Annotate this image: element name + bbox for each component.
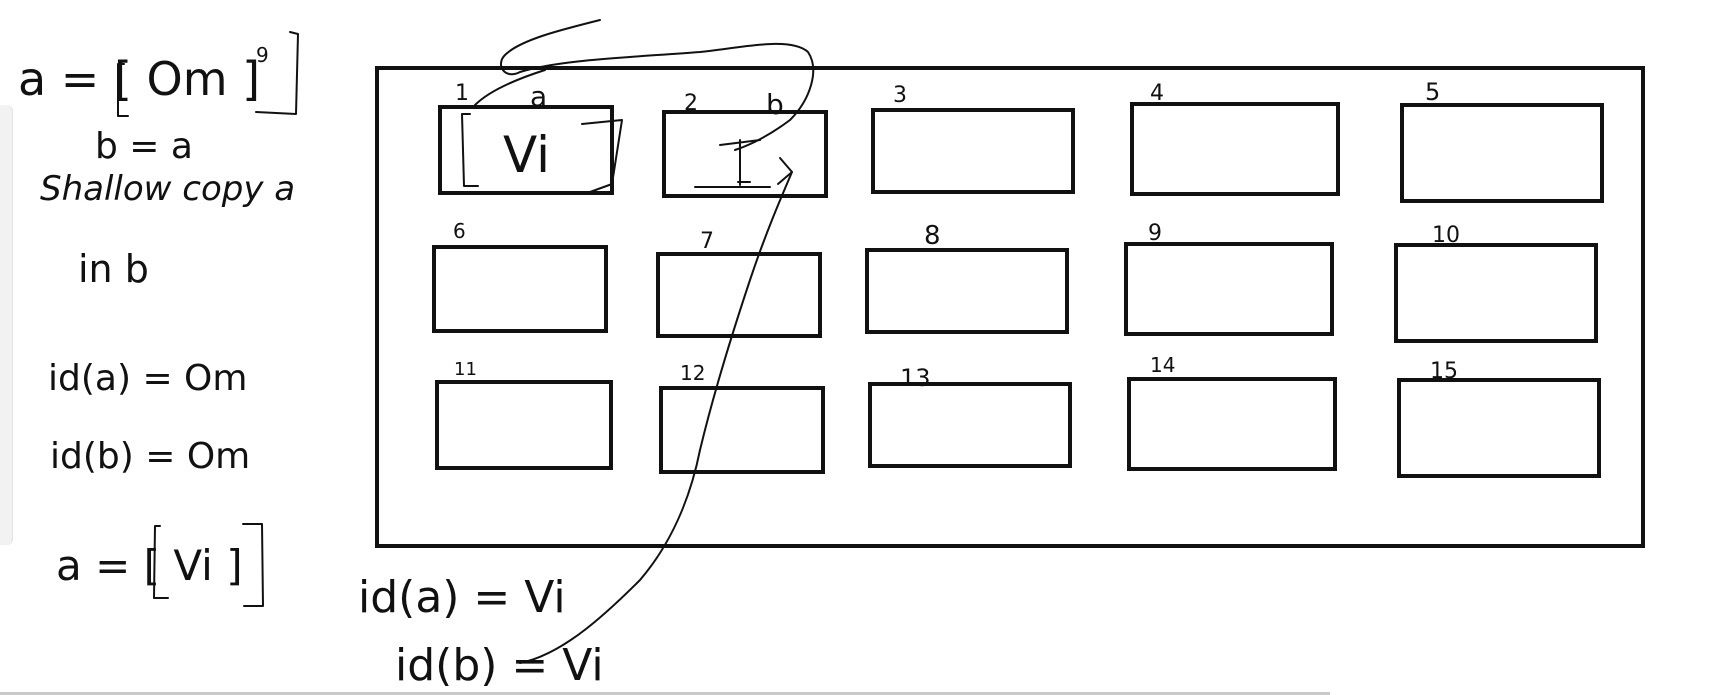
- note-b-eq-a: b = a: [95, 126, 193, 167]
- note-a-def: a = [ Om ]: [18, 52, 260, 106]
- cell-label-14: 14: [1150, 353, 1175, 377]
- cell-label-5: 5: [1425, 78, 1440, 106]
- note-shallow-copy: Shallow copy a: [40, 169, 295, 209]
- cell-label-2: 2: [684, 91, 698, 116]
- memory-cell-8[interactable]: 8: [865, 221, 1069, 334]
- ink-pointer-a-curve: [500, 19, 815, 151]
- cell-label-8: 8: [924, 221, 941, 251]
- ink-bracket-right-top: [255, 31, 299, 115]
- memory-cell-3[interactable]: 3: [871, 83, 1075, 194]
- note-alpha-def: a = [ Vi ]: [56, 541, 243, 590]
- bottom-notes: id(a) = Vi id(b) = Vi: [358, 572, 604, 691]
- memory-cell-7[interactable]: 7: [656, 229, 822, 338]
- memory-frame: [375, 66, 1645, 548]
- memory-cell-13[interactable]: 13: [868, 364, 1072, 468]
- cell-label-13: 13: [900, 364, 931, 392]
- note-id-a: id(a) = Om: [48, 358, 247, 399]
- cell-label-4: 4: [1150, 81, 1164, 106]
- cell-label-15: 15: [1430, 359, 1458, 384]
- memory-cell-9[interactable]: 9: [1124, 221, 1334, 336]
- cell-content-1: Vi: [503, 126, 550, 184]
- cell-label-11: 11: [454, 359, 477, 380]
- cell-label-6: 6: [453, 219, 466, 243]
- note-id-b: id(b) = Om: [50, 436, 250, 477]
- ink-pointer-a-tail: [474, 69, 546, 106]
- cell-label-7: 7: [700, 229, 714, 254]
- ink-bracket-cell1-left: [461, 113, 479, 187]
- note-in-b: in b: [78, 247, 149, 291]
- memory-cell-5[interactable]: 5: [1400, 78, 1604, 203]
- note-bottom-id-a: id(a) = Vi: [358, 572, 566, 623]
- cell-label-12: 12: [680, 361, 705, 385]
- memory-cell-2[interactable]: 2: [662, 91, 828, 198]
- cell-label-10: 10: [1432, 223, 1460, 248]
- memory-cell-12[interactable]: 12: [659, 361, 825, 474]
- cell-label-9: 9: [1148, 221, 1162, 246]
- ink-bracket-cell1-right: [581, 119, 623, 193]
- memory-cell-1[interactable]: 1 Vi: [438, 81, 614, 195]
- memory-cell-15[interactable]: 15: [1397, 359, 1601, 478]
- memory-cell-10[interactable]: 10: [1394, 223, 1598, 343]
- pointer-label-a: a: [530, 80, 547, 113]
- ink-pointer-b-curve: [519, 171, 793, 664]
- side-panel-tab[interactable]: [0, 105, 13, 545]
- note-a-def-sup: 9: [256, 43, 269, 67]
- ink-pointer-b-arrowhead: [777, 157, 793, 185]
- cell-label-1: 1: [455, 81, 469, 106]
- ink-bracket-left-top: [117, 63, 129, 117]
- horizontal-scrollbar[interactable]: [0, 692, 1330, 695]
- pointer-label-b: b: [766, 88, 784, 121]
- ink-bracket-left-bottom: [153, 525, 169, 599]
- memory-cell-4[interactable]: 4: [1130, 81, 1340, 196]
- memory-cell-6[interactable]: 6: [432, 219, 608, 333]
- ink-strokes: [117, 19, 815, 664]
- ink-cell2-mark: [694, 139, 771, 188]
- cell-label-3: 3: [893, 83, 907, 108]
- note-bottom-id-b: id(b) = Vi: [395, 640, 604, 691]
- memory-boxes: 1 Vi 2 3 4 5 6: [432, 78, 1604, 478]
- memory-cell-11[interactable]: 11: [435, 359, 613, 470]
- memory-cell-14[interactable]: 14: [1127, 353, 1337, 471]
- ink-bracket-right-bottom: [242, 523, 264, 607]
- left-notes: a = [ Om ] 9 b = a Shallow copy a in b i…: [18, 43, 295, 590]
